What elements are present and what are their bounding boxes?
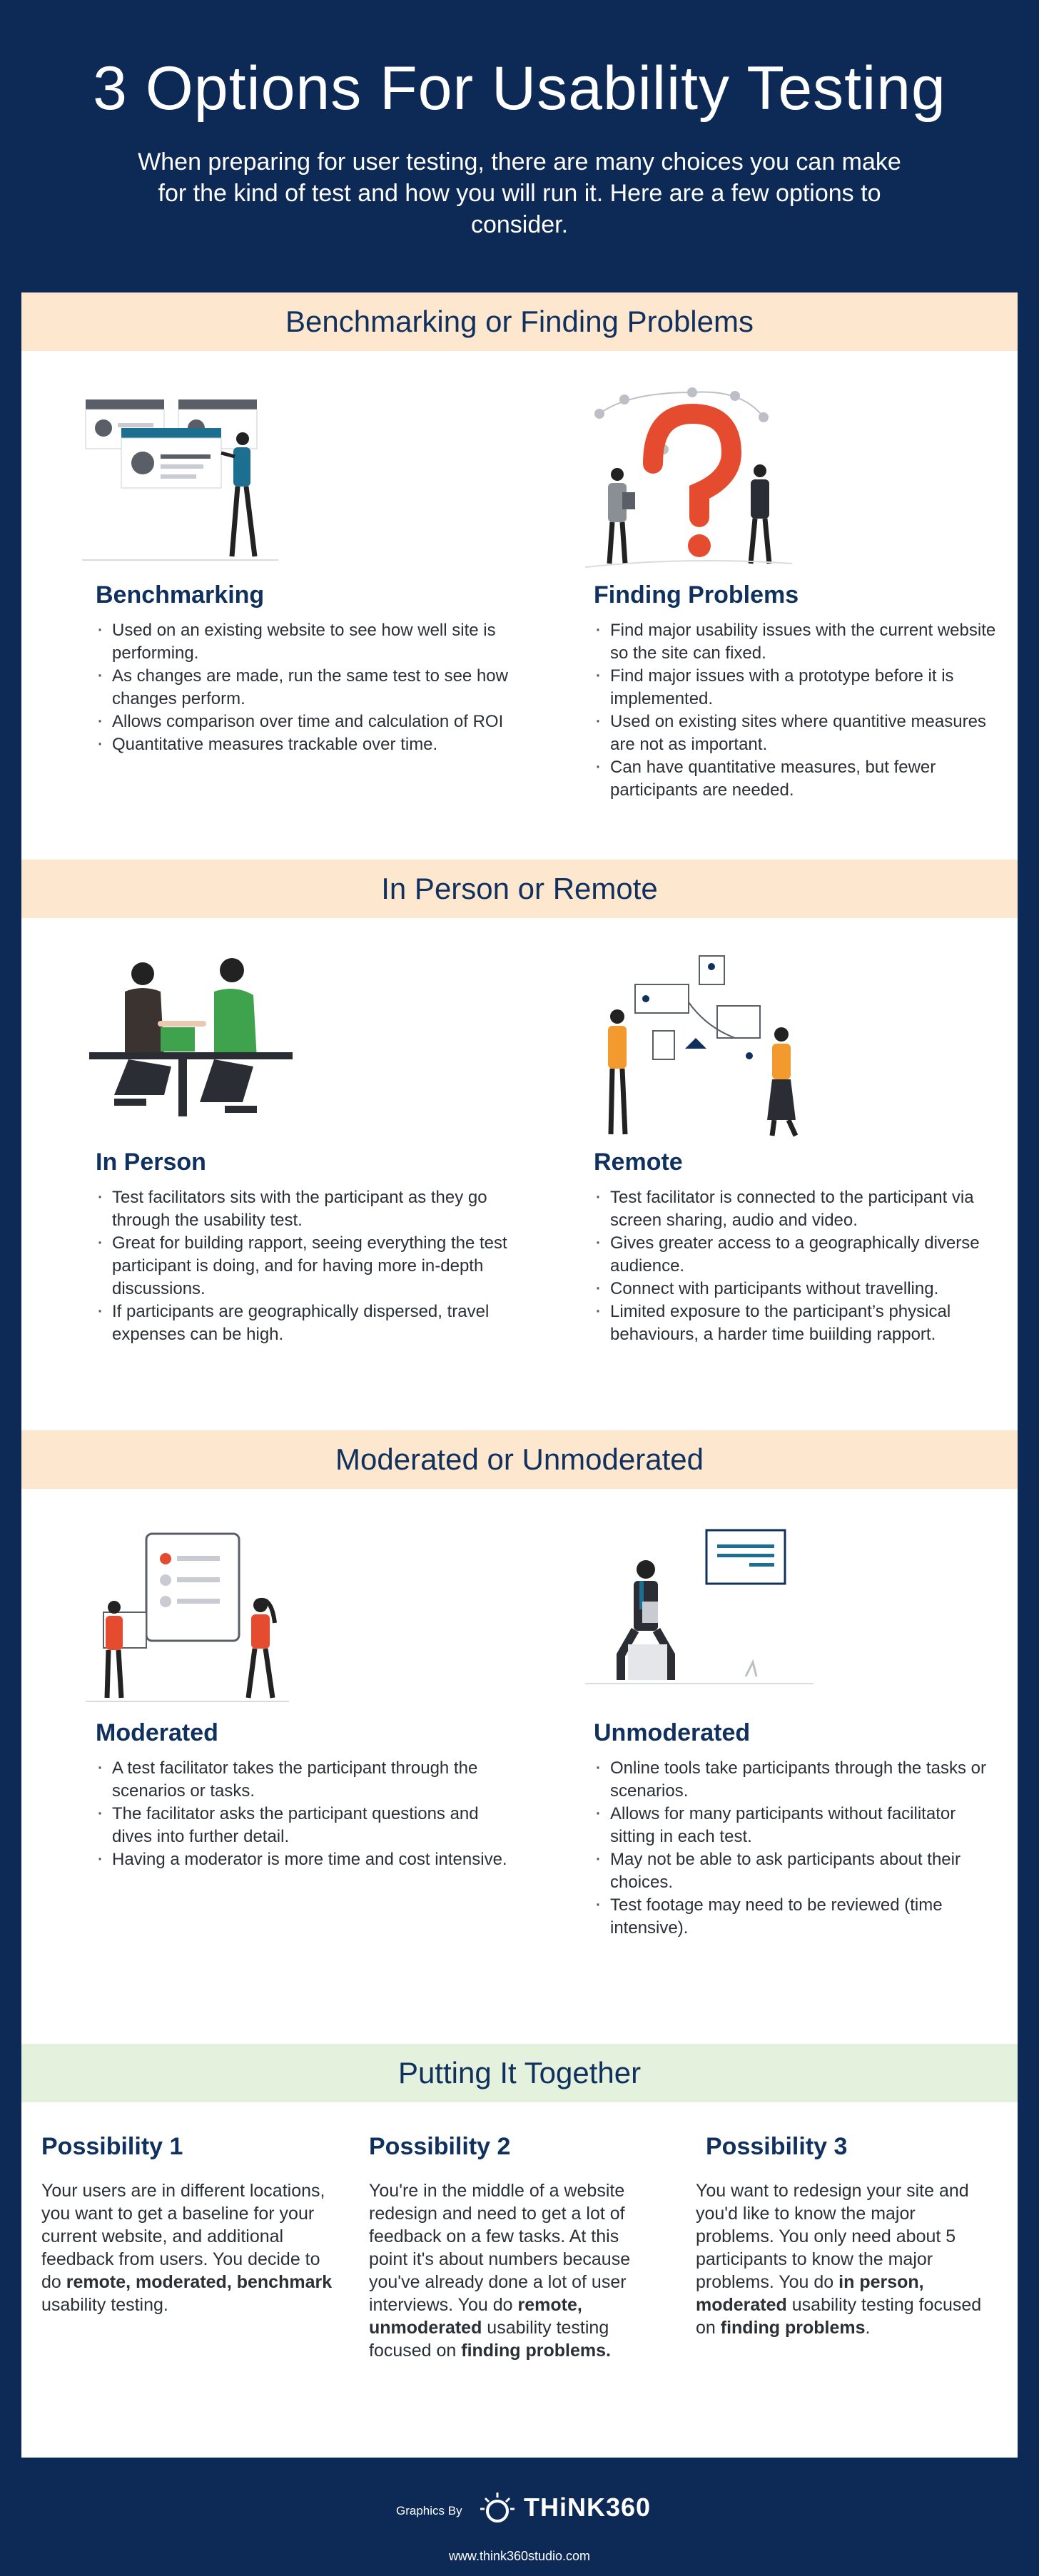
bullet-list: Online tools take participants through t… bbox=[594, 1756, 1001, 1940]
list-item: A test facilitator takes the participant… bbox=[96, 1756, 510, 1803]
list-item: Great for building rapport, seeing every… bbox=[96, 1231, 510, 1300]
list-item: The facilitator asks the participant que… bbox=[96, 1801, 510, 1848]
section-title: In Person or Remote bbox=[21, 860, 1018, 918]
web-dashboard-illustration bbox=[82, 399, 278, 561]
section-title: Putting It Together bbox=[21, 2044, 1018, 2102]
list-item: Allows for many participants without fac… bbox=[594, 1801, 1001, 1848]
text-run: usability testing focused on bbox=[369, 2318, 609, 2361]
bullet-list: Test facilitator is connected to the par… bbox=[594, 1185, 1001, 1346]
list-item: Gives greater access to a geographically… bbox=[594, 1231, 1001, 1278]
graphics-by-label: Graphics By bbox=[396, 2504, 462, 2518]
bullet-list: Find major usability issues with the cur… bbox=[594, 618, 1001, 802]
list-item: Find major usability issues with the cur… bbox=[594, 618, 1001, 665]
section-in-person-remote: In Person or Remote In Person bbox=[21, 860, 1018, 1430]
remote-connection-illustration bbox=[608, 955, 799, 1137]
subsection-title: Remote bbox=[594, 1149, 683, 1176]
possibility-title: Possibility 2 bbox=[369, 2133, 511, 2160]
possibility-1: Possibility 1 Your users are in differen… bbox=[41, 2133, 334, 2316]
list-item: Used on existing sites where quantitive … bbox=[594, 709, 1001, 756]
bullet-list: A test facilitator takes the participant… bbox=[96, 1756, 510, 1871]
section-putting-it-together: Putting It Together Possibility 1 Your u… bbox=[21, 2044, 1018, 2458]
subsection-title: Unmoderated bbox=[594, 1719, 751, 1746]
text-run: You want to redesign your site and you'd… bbox=[696, 2181, 969, 2292]
list-item: Test facilitators sits with the particip… bbox=[96, 1185, 510, 1232]
possibility-3: Possibility 3 You want to redesign your … bbox=[696, 2133, 995, 2339]
intro-text: When preparing for user testing, there a… bbox=[138, 148, 901, 238]
section-moderated-unmoderated: Moderated or Unmoderated Mod bbox=[21, 1430, 1018, 2044]
checklist-illustration bbox=[86, 1532, 289, 1702]
question-mark-illustration bbox=[585, 387, 792, 568]
text-run-bold: remote, unmoderated bbox=[369, 2295, 582, 2338]
list-item: Online tools take participants through t… bbox=[594, 1756, 1001, 1803]
text-run: . bbox=[865, 2318, 871, 2338]
page-title: 3 Options For Usability Testing bbox=[93, 54, 946, 123]
list-item: Test facilitator is connected to the par… bbox=[594, 1185, 1001, 1232]
bullet-list: Test facilitators sits with the particip… bbox=[96, 1185, 510, 1346]
list-item: If participants are geographically dispe… bbox=[96, 1299, 510, 1346]
seated-tablet-illustration bbox=[585, 1529, 814, 1684]
list-item: As changes are made, run the same test t… bbox=[96, 663, 510, 711]
possibility-text: Your users are in different locations, y… bbox=[41, 2179, 334, 2316]
list-item: May not be able to ask participants abou… bbox=[594, 1847, 1001, 1894]
lightbulb-icon bbox=[480, 2493, 515, 2522]
list-item: Find major issues with a prototype befor… bbox=[594, 663, 1001, 711]
section-title: Benchmarking or Finding Problems bbox=[21, 292, 1018, 351]
text-run: Your users are in different locations, y… bbox=[41, 2181, 325, 2292]
site-url[interactable]: www.think360studio.com bbox=[448, 2549, 591, 2563]
text-run-bold: finding problems. bbox=[461, 2341, 611, 2361]
possibility-title: Possibility 1 bbox=[41, 2133, 183, 2160]
possibility-title: Possibility 3 bbox=[706, 2133, 848, 2160]
bullet-list: Used on an existing website to see how w… bbox=[96, 618, 510, 756]
text-run-bold: finding problems bbox=[720, 2318, 866, 2338]
possibility-text: You want to redesign your site and you'd… bbox=[696, 2179, 995, 2339]
list-item: Can have quantitative measures, but fewe… bbox=[594, 755, 1001, 802]
header: 3 Options For Usability Testing When pre… bbox=[0, 0, 1039, 285]
list-item: Limited exposure to the participant’s ph… bbox=[594, 1299, 1001, 1346]
list-item: Test footage may need to be reviewed (ti… bbox=[594, 1893, 1001, 1940]
list-item: Used on an existing website to see how w… bbox=[96, 618, 510, 665]
list-item: Connect with participants without travel… bbox=[594, 1276, 1001, 1300]
subsection-title: Finding Problems bbox=[594, 581, 799, 609]
subsection-title: Moderated bbox=[96, 1719, 218, 1746]
possibility-2: Possibility 2 You're in the middle of a … bbox=[369, 2133, 662, 2362]
section-title: Moderated or Unmoderated bbox=[21, 1430, 1018, 1489]
logo-text: THiNK360 bbox=[524, 2493, 652, 2522]
text-run-bold: in person, moderated bbox=[696, 2272, 924, 2315]
list-item: Having a moderator is more time and cost… bbox=[96, 1847, 510, 1871]
text-run: usability testing. bbox=[41, 2295, 168, 2315]
subsection-title: Benchmarking bbox=[96, 581, 265, 609]
possibility-text: You're in the middle of a website redesi… bbox=[369, 2179, 662, 2362]
text-run: You're in the middle of a website redesi… bbox=[369, 2181, 631, 2315]
handshake-illustration bbox=[89, 958, 293, 1116]
text-run-bold: remote, moderated, benchmark bbox=[66, 2272, 333, 2292]
section-benchmarking: Benchmarking or Finding Problems bbox=[21, 292, 1018, 860]
footer: Graphics By THiNK360 www.think360studio.… bbox=[0, 2475, 1039, 2576]
brand-logo: THiNK360 bbox=[478, 2490, 651, 2525]
list-item: Allows comparison over time and calculat… bbox=[96, 709, 510, 733]
subsection-title: In Person bbox=[96, 1149, 206, 1176]
list-item: Quantitative measures trackable over tim… bbox=[96, 732, 510, 756]
text-run: usability testing focused on bbox=[696, 2295, 982, 2338]
